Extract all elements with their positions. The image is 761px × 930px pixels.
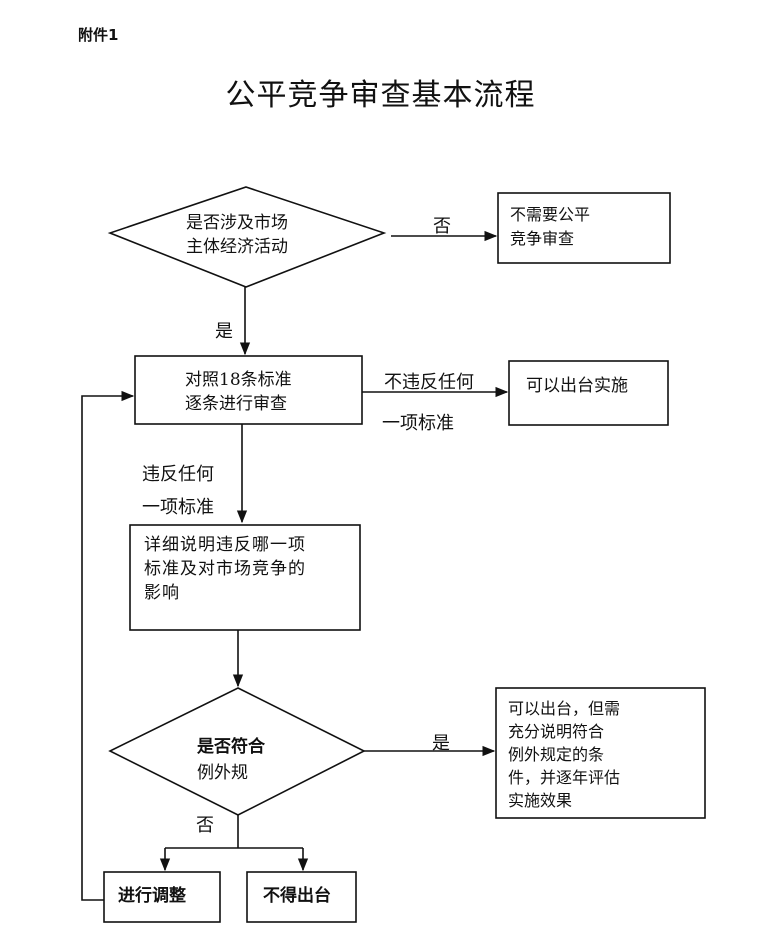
decision-exception-line2: 例外规 [197, 763, 248, 783]
exception-issue-box [495, 687, 706, 819]
label-violation-1: 违反任何 [142, 464, 214, 485]
no-review-box [497, 192, 671, 264]
explain-box [129, 524, 361, 631]
can-issue-text: 可以出台实施 [526, 376, 628, 396]
no-issue-box [246, 871, 357, 923]
adjust-box [103, 871, 221, 923]
label-q1-yes: 是 [215, 321, 233, 342]
attachment-label: 附件1 [78, 26, 119, 44]
review-text: 对照18条标准 逐条进行审查 [185, 370, 292, 414]
edge-adjust-feedback [81, 390, 135, 901]
label-q1-no: 否 [433, 216, 451, 237]
label-violation-2: 一项标准 [142, 497, 214, 518]
decision-market-activity: 是否涉及市场 主体经济活动 [186, 213, 288, 257]
review-box [134, 355, 363, 425]
exception-issue-text: 可以出台，但需 充分说明符合 例外规定的条 件，并逐年评估 实施效果 [508, 699, 621, 810]
decision-market-activity-shape [107, 186, 387, 288]
label-q2-yes: 是 [432, 733, 450, 754]
label-q2-no: 否 [196, 815, 214, 836]
adjust-text: 进行调整 [118, 886, 186, 906]
can-issue-box [508, 360, 669, 426]
label-no-violation-1: 不违反任何 [384, 372, 474, 393]
decision-exception-line1: 是否符合 [197, 737, 265, 757]
page-title: 公平竞争审查基本流程 [225, 78, 536, 113]
no-review-text: 不需要公平 竞争审查 [510, 205, 591, 248]
explain-text: 详细说明违反哪一项 标准及对市场竞争的 影响 [144, 535, 306, 603]
no-issue-text: 不得出台 [263, 886, 331, 906]
label-no-violation-2: 一项标准 [382, 413, 454, 434]
